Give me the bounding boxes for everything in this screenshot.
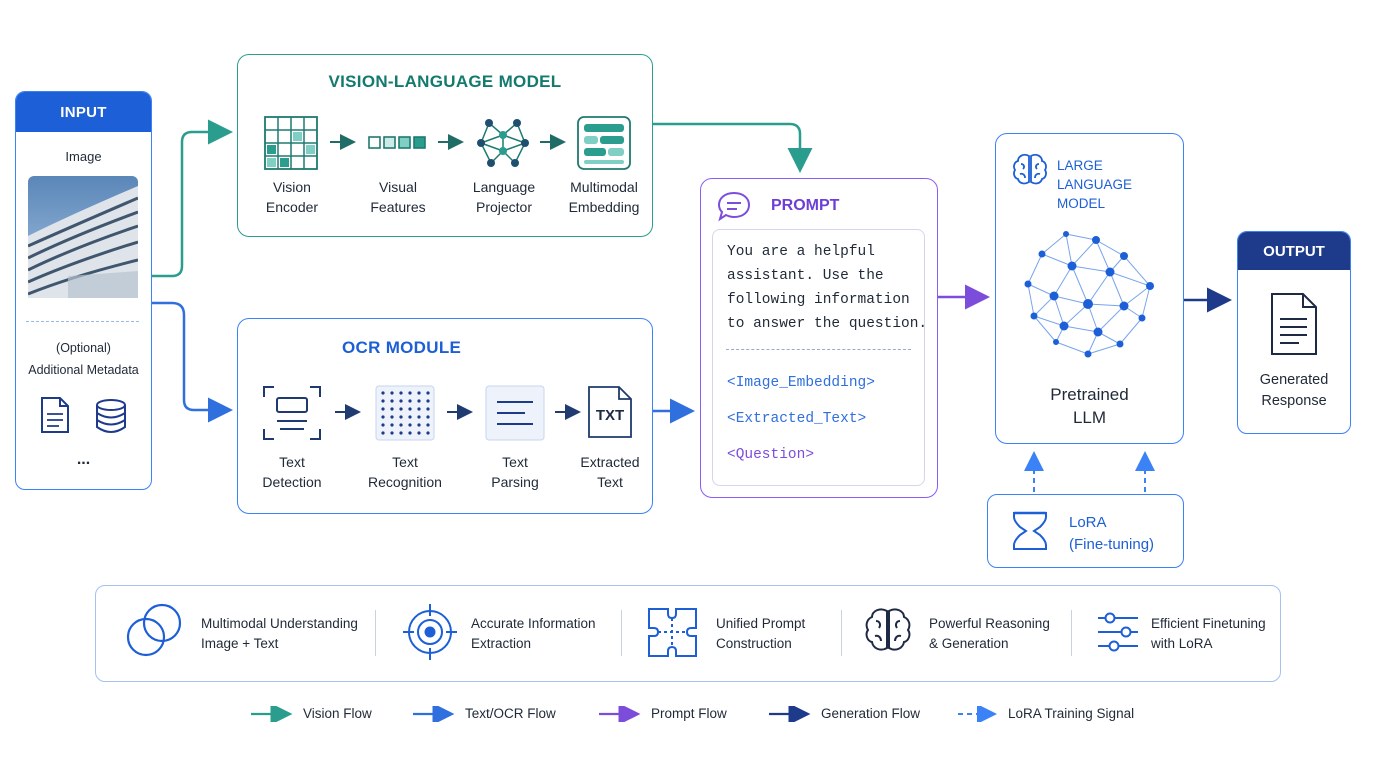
optional-label: (Optional)	[56, 341, 111, 355]
text-recognition-icon	[375, 385, 435, 441]
brain-icon	[1013, 153, 1047, 185]
vision-flow-arrow	[151, 119, 233, 278]
legend-prompt-flow-arrow	[599, 706, 641, 722]
visual-features-icon	[368, 136, 426, 149]
legend-generation-flow-label: Generation Flow	[821, 706, 921, 721]
input-panel: INPUT Image (Optional) Additional Metada…	[15, 91, 152, 490]
vlm-step-arrow-1	[330, 134, 356, 150]
prompt-title: PROMPT	[771, 197, 840, 214]
lora-label: LoRA(Fine-tuning)	[1069, 514, 1155, 553]
image-embedding-placeholder: <Image_Embedding>	[727, 375, 875, 391]
text-detection-icon	[263, 386, 321, 440]
hourglass-icon	[1013, 511, 1047, 550]
question-placeholder: <Question>	[727, 447, 815, 463]
chat-bubble-icon	[717, 191, 751, 222]
puzzle-icon	[648, 608, 697, 657]
vlm-title: VISION-LANGUAGE MODEL	[328, 72, 562, 91]
legend-ocr-flow-label: Text/OCR Flow	[465, 706, 556, 721]
venn-icon	[126, 603, 182, 657]
brain-icon	[865, 608, 911, 651]
vlm-to-prompt-arrow	[651, 122, 813, 173]
database-icon	[96, 399, 126, 433]
ocr-title: OCR MODULE	[342, 338, 462, 357]
ocr-step-arrow-2	[447, 404, 473, 420]
legend: Vision Flow Text/OCR Flow Prompt Flow Ge…	[0, 700, 1378, 728]
vlm-step-arrow-3	[540, 134, 566, 150]
neural-network-sphere-icon	[1024, 231, 1154, 358]
legend-vision-flow-label: Vision Flow	[303, 706, 372, 721]
legend-vision-flow-arrow	[251, 706, 293, 722]
vision-encoder-icon	[264, 116, 318, 170]
document-icon	[41, 397, 69, 433]
text-parsing-icon	[485, 385, 545, 441]
input-header: INPUT	[16, 92, 151, 132]
ocr-step-arrow-3	[555, 404, 581, 420]
vlm-step-arrow-2	[438, 134, 464, 150]
legend-ocr-flow-arrow	[413, 706, 455, 722]
lora-panel: LoRA(Fine-tuning)	[987, 494, 1184, 568]
image-label: Image	[65, 149, 102, 164]
feature-reasoning-label: Powerful Reasoning& Generation	[929, 616, 1050, 651]
legend-lora-signal-label: LoRA Training Signal	[1008, 706, 1135, 721]
txt-file-icon: TXT	[587, 385, 633, 439]
multimodal-embedding-icon	[577, 116, 631, 170]
metadata-label: Additional Metadata	[28, 363, 139, 377]
sliders-icon	[1098, 612, 1138, 652]
output-header: OUTPUT	[1238, 232, 1350, 270]
ocr-step-arrow-1	[335, 404, 361, 420]
language-projector-icon	[477, 119, 529, 167]
legend-lora-signal-arrow	[958, 706, 997, 722]
response-document-icon	[1271, 293, 1317, 355]
building-image	[28, 176, 138, 298]
more-ellipsis: ...	[76, 451, 91, 468]
target-icon	[403, 604, 457, 660]
ocr-flow-arrow	[151, 301, 233, 423]
legend-prompt-flow-label: Prompt Flow	[651, 706, 727, 721]
extracted-text-placeholder: <Extracted_Text>	[727, 411, 867, 427]
legend-generation-flow-arrow	[769, 706, 811, 722]
